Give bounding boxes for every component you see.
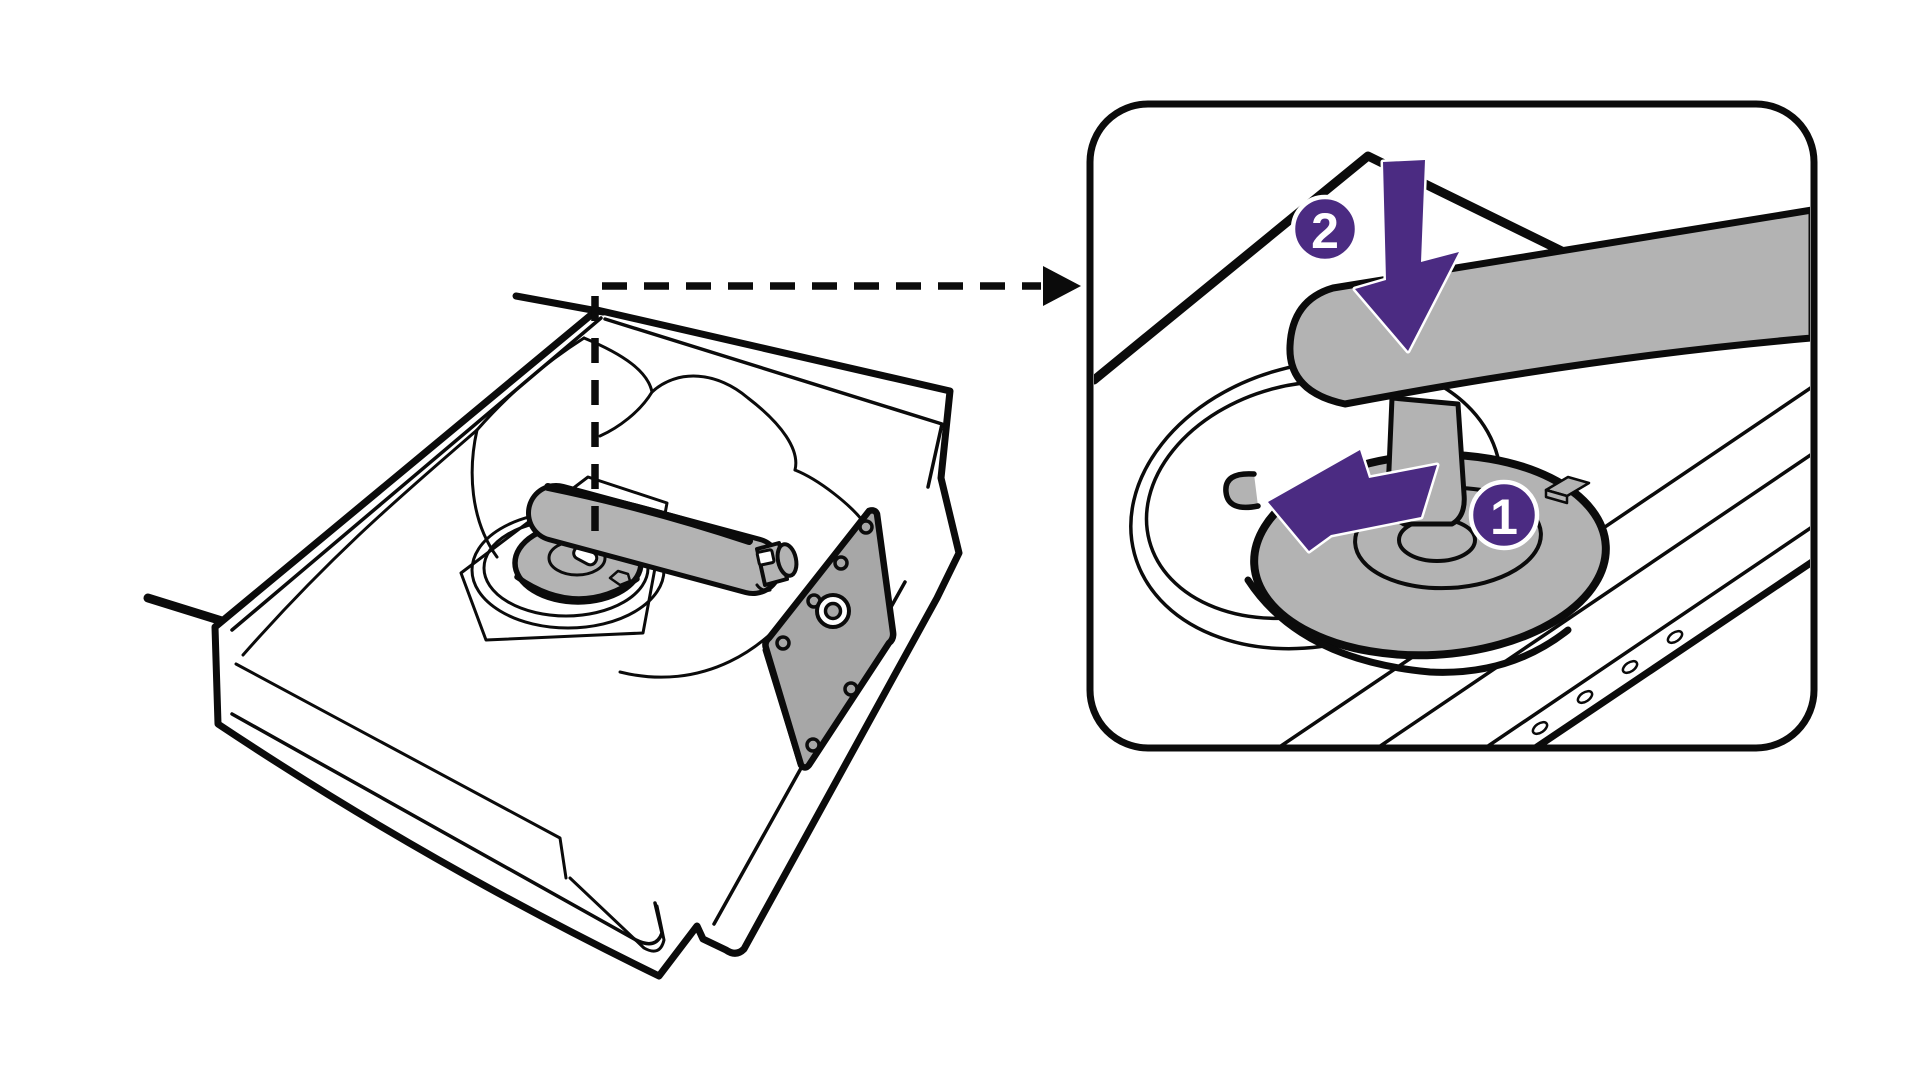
stand-arm-small (531, 488, 778, 591)
foam-swoosh-top (475, 336, 586, 432)
stand-arm (1286, 206, 1810, 408)
carton-inner-lip-right (603, 317, 944, 489)
packaging-box-illustration (143, 292, 963, 980)
callout-arrow-icon (1043, 266, 1081, 306)
step-1-badge-label: 1 (1490, 489, 1518, 545)
stand-base-lip-small (514, 574, 640, 602)
vesa-plate-thickness (762, 648, 801, 766)
step-2-badge: 2 (1290, 194, 1360, 264)
monitor-corner-edge (1094, 151, 1579, 385)
power-cable (143, 593, 227, 626)
monitor-back-recess (459, 475, 669, 642)
foam-bumps (582, 336, 798, 472)
magnified-view: 2 1 (1094, 151, 1810, 745)
stand-arm-small-top-edge (544, 483, 753, 545)
stand-base-lip (1244, 576, 1572, 676)
zoom-callout-connector (591, 266, 1081, 531)
down-arrow-icon (1352, 157, 1462, 354)
vent-holes (1531, 629, 1684, 736)
thumbscrew (755, 541, 799, 592)
vesa-plate-body (762, 507, 897, 771)
foam-right-edge (793, 468, 864, 522)
callout-border (1086, 100, 1818, 752)
foam-crease (598, 390, 654, 438)
foam-board-edge (234, 662, 568, 880)
foam-swoosh-left (241, 428, 479, 657)
vesa-center-hole-inner (823, 601, 843, 621)
vesa-plate (762, 507, 897, 771)
step-2-badge-label: 2 (1311, 203, 1339, 259)
release-nub (1223, 471, 1261, 511)
quick-release-tab (1544, 475, 1591, 505)
foam-edge-down (470, 428, 499, 559)
foam-board-corner (568, 876, 666, 953)
left-arrow-icon (1265, 447, 1440, 554)
step-1-badge: 1 (1468, 479, 1540, 551)
carton-flap-edge (512, 292, 607, 316)
release-tab-small (608, 569, 632, 587)
vesa-screw-holes (775, 519, 874, 753)
step-1-badge-circle (1468, 479, 1540, 551)
step-2-badge-circle (1290, 194, 1360, 264)
